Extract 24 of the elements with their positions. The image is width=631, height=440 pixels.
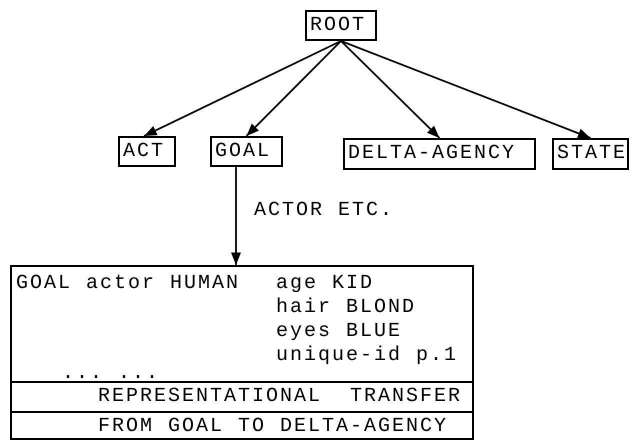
node-label: STATE <box>557 143 628 165</box>
frame-slot-text: ... ... <box>62 363 160 385</box>
node-label: ROOT <box>310 15 366 37</box>
node-label: GOAL <box>215 141 272 163</box>
arrow <box>340 40 440 139</box>
frame-box <box>10 265 474 440</box>
concept-box <box>305 10 377 41</box>
node-label: FROM GOAL TO DELTA-AGENCY <box>98 416 448 438</box>
concept-box <box>343 138 536 170</box>
arrow <box>230 167 242 265</box>
concept-box <box>210 136 283 167</box>
concept-box <box>552 138 629 170</box>
node-label: REPRESENTATIONAL TRANSFER <box>98 386 462 408</box>
arrow <box>340 40 591 139</box>
arrow <box>144 40 342 137</box>
frame-slot-text: eyes BLUE <box>276 321 402 343</box>
frame-slot-text: age KID <box>276 273 374 295</box>
frame-slot-text: GOAL actor HUMAN <box>16 273 240 295</box>
node-label: ACT <box>123 141 166 163</box>
concept-box <box>118 136 176 167</box>
node-label: DELTA-AGENCY <box>348 143 516 165</box>
frame-slot-text: hair BLOND <box>276 297 416 319</box>
arrow <box>246 40 342 137</box>
frame-slot-text: unique-id p.1 <box>276 345 458 367</box>
